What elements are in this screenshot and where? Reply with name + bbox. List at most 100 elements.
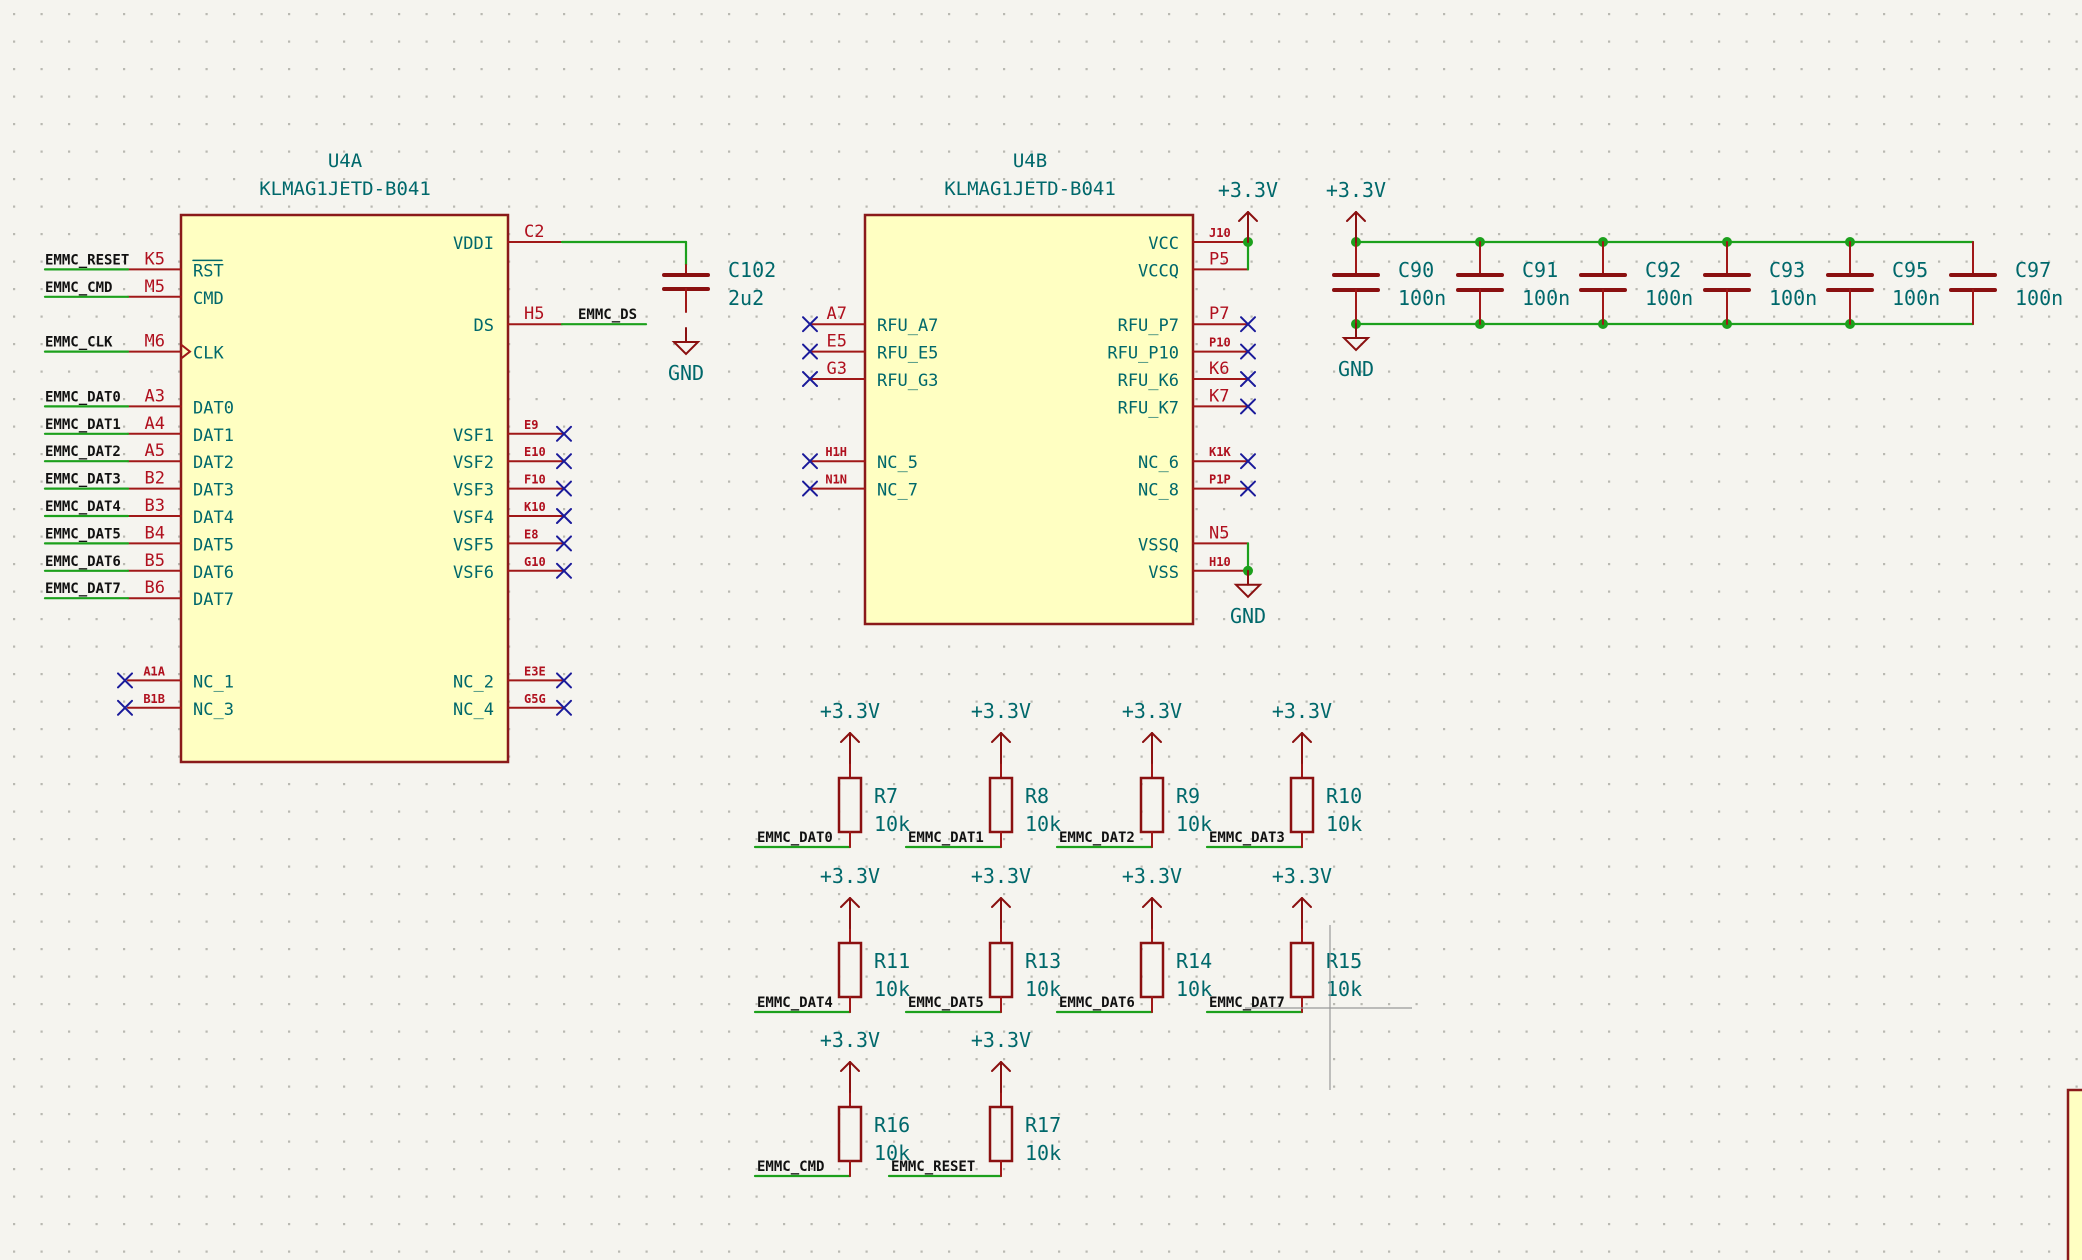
pin-name: VDDI xyxy=(453,234,494,254)
net-label: EMMC_DAT5 xyxy=(45,526,121,542)
pin-number: B2 xyxy=(145,469,165,489)
pin-number: P5 xyxy=(1209,249,1229,269)
u4b-symbol[interactable]: U4B KLMAG1JETD-B041 A7RFU_A7E5RFU_E5G3RF… xyxy=(802,150,1256,626)
cap-value: 100n xyxy=(1769,286,1817,310)
pin-name: NC_7 xyxy=(877,481,918,501)
pin-name: NC_4 xyxy=(453,700,494,720)
net-label: EMMC_RESET xyxy=(891,1159,975,1175)
res-reference: R17 xyxy=(1025,1113,1061,1137)
pin-name: RFU_E5 xyxy=(877,344,938,364)
pin-number: C2 xyxy=(524,222,544,242)
pin-number: N5 xyxy=(1209,523,1229,543)
pin-number: N1N xyxy=(825,473,847,487)
net-label: EMMC_DAT7 xyxy=(1209,995,1285,1011)
power-3v3-symbol: +3.3V xyxy=(1272,864,1332,929)
no-connect-marker xyxy=(1240,398,1256,415)
power-arrow xyxy=(840,1061,851,1072)
power-arrow xyxy=(840,897,851,908)
pin-number: H10 xyxy=(1209,555,1231,569)
no-connect-marker xyxy=(117,672,133,689)
power-arrow xyxy=(1238,211,1249,222)
cap-reference: C92 xyxy=(1645,258,1681,282)
pin-number: M5 xyxy=(145,277,165,297)
no-connect-stroke xyxy=(1240,453,1256,470)
pin-number: H1H xyxy=(825,445,847,459)
pin-number: A3 xyxy=(145,386,165,406)
no-connect-marker xyxy=(1240,453,1256,470)
power-arrow xyxy=(1292,897,1303,908)
no-connect-stroke xyxy=(1240,398,1256,415)
power-arrow xyxy=(1247,211,1258,222)
power-3v3-label: +3.3V xyxy=(971,699,1031,723)
power-3v3-label: +3.3V xyxy=(1122,864,1182,888)
cap-reference: C91 xyxy=(1522,258,1558,282)
net-label: EMMC_DAT4 xyxy=(45,499,121,515)
no-connect-stroke xyxy=(802,453,818,470)
pin-name: VSSQ xyxy=(1138,535,1179,555)
power-3v3-symbol: +3.3V xyxy=(971,699,1031,764)
res-value: 10k xyxy=(1025,812,1061,836)
pin-name: VSS xyxy=(1148,563,1179,583)
power-3v3-symbol: +3.3V xyxy=(1122,699,1182,764)
no-connect-marker xyxy=(556,562,572,579)
no-connect-marker xyxy=(556,453,572,470)
no-connect-marker xyxy=(556,425,572,442)
power-arrow xyxy=(1355,211,1366,222)
decoupling-capacitors[interactable]: C90100nC91100nC92100nC93100nC95100nC9710… xyxy=(1332,241,2063,325)
ground-symbol: GND xyxy=(1230,569,1266,628)
pin-name: DAT6 xyxy=(193,563,234,583)
pin-number: B6 xyxy=(145,578,165,598)
pin-name: DAT5 xyxy=(193,535,234,555)
res-reference: R16 xyxy=(874,1113,910,1137)
c102-capacitor[interactable]: C102 2u2 xyxy=(662,258,776,313)
pin-name: NC_2 xyxy=(453,672,494,692)
ground-symbol: GND xyxy=(1338,323,1374,381)
power-arrow xyxy=(1151,897,1162,908)
no-connect-stroke xyxy=(1240,480,1256,497)
power-arrow xyxy=(849,897,860,908)
power-3v3-label: +3.3V xyxy=(820,864,880,888)
res-reference: R14 xyxy=(1176,949,1212,973)
cap-reference: C95 xyxy=(1892,258,1928,282)
pin-name: VCC xyxy=(1148,234,1179,254)
power-3v3-label: +3.3V xyxy=(1326,178,1386,202)
pin-number: H5 xyxy=(524,304,544,324)
pullup-resistors[interactable]: R710kR810kR910kR1010kR1110kR1310kR1410kR… xyxy=(837,762,1362,1177)
pin-name: NC_8 xyxy=(1138,481,1179,501)
no-connect-stroke xyxy=(556,699,572,716)
no-connect-stroke xyxy=(1240,316,1256,333)
no-connect-marker xyxy=(556,480,572,497)
power-symbols[interactable]: GND+3.3VGND+3.3VGND+3.3V+3.3V+3.3V+3.3V+… xyxy=(668,178,1386,1093)
res-value: 10k xyxy=(1326,977,1362,1001)
net-label: EMMC_DAT5 xyxy=(908,995,984,1011)
no-connect-marker xyxy=(802,480,818,497)
res-reference: R8 xyxy=(1025,784,1049,808)
pin-number: B3 xyxy=(145,496,165,516)
u4a-symbol[interactable]: U4A KLMAG1JETD-B041 K5RSTM5CMDM6CLKA3DAT… xyxy=(117,150,572,764)
res-reference: R11 xyxy=(874,949,910,973)
no-connect-marker xyxy=(1240,343,1256,360)
net-label: EMMC_DAT4 xyxy=(757,995,833,1011)
pin-name: VSF5 xyxy=(453,535,494,555)
pin-number: G3 xyxy=(827,359,847,379)
pin-number: K1K xyxy=(1209,445,1231,459)
cap-value: 100n xyxy=(1522,286,1570,310)
pin-name: VSF4 xyxy=(453,508,494,528)
pin-number: K10 xyxy=(524,500,546,514)
power-arrow xyxy=(849,1061,860,1072)
c102-symbol xyxy=(662,264,710,313)
